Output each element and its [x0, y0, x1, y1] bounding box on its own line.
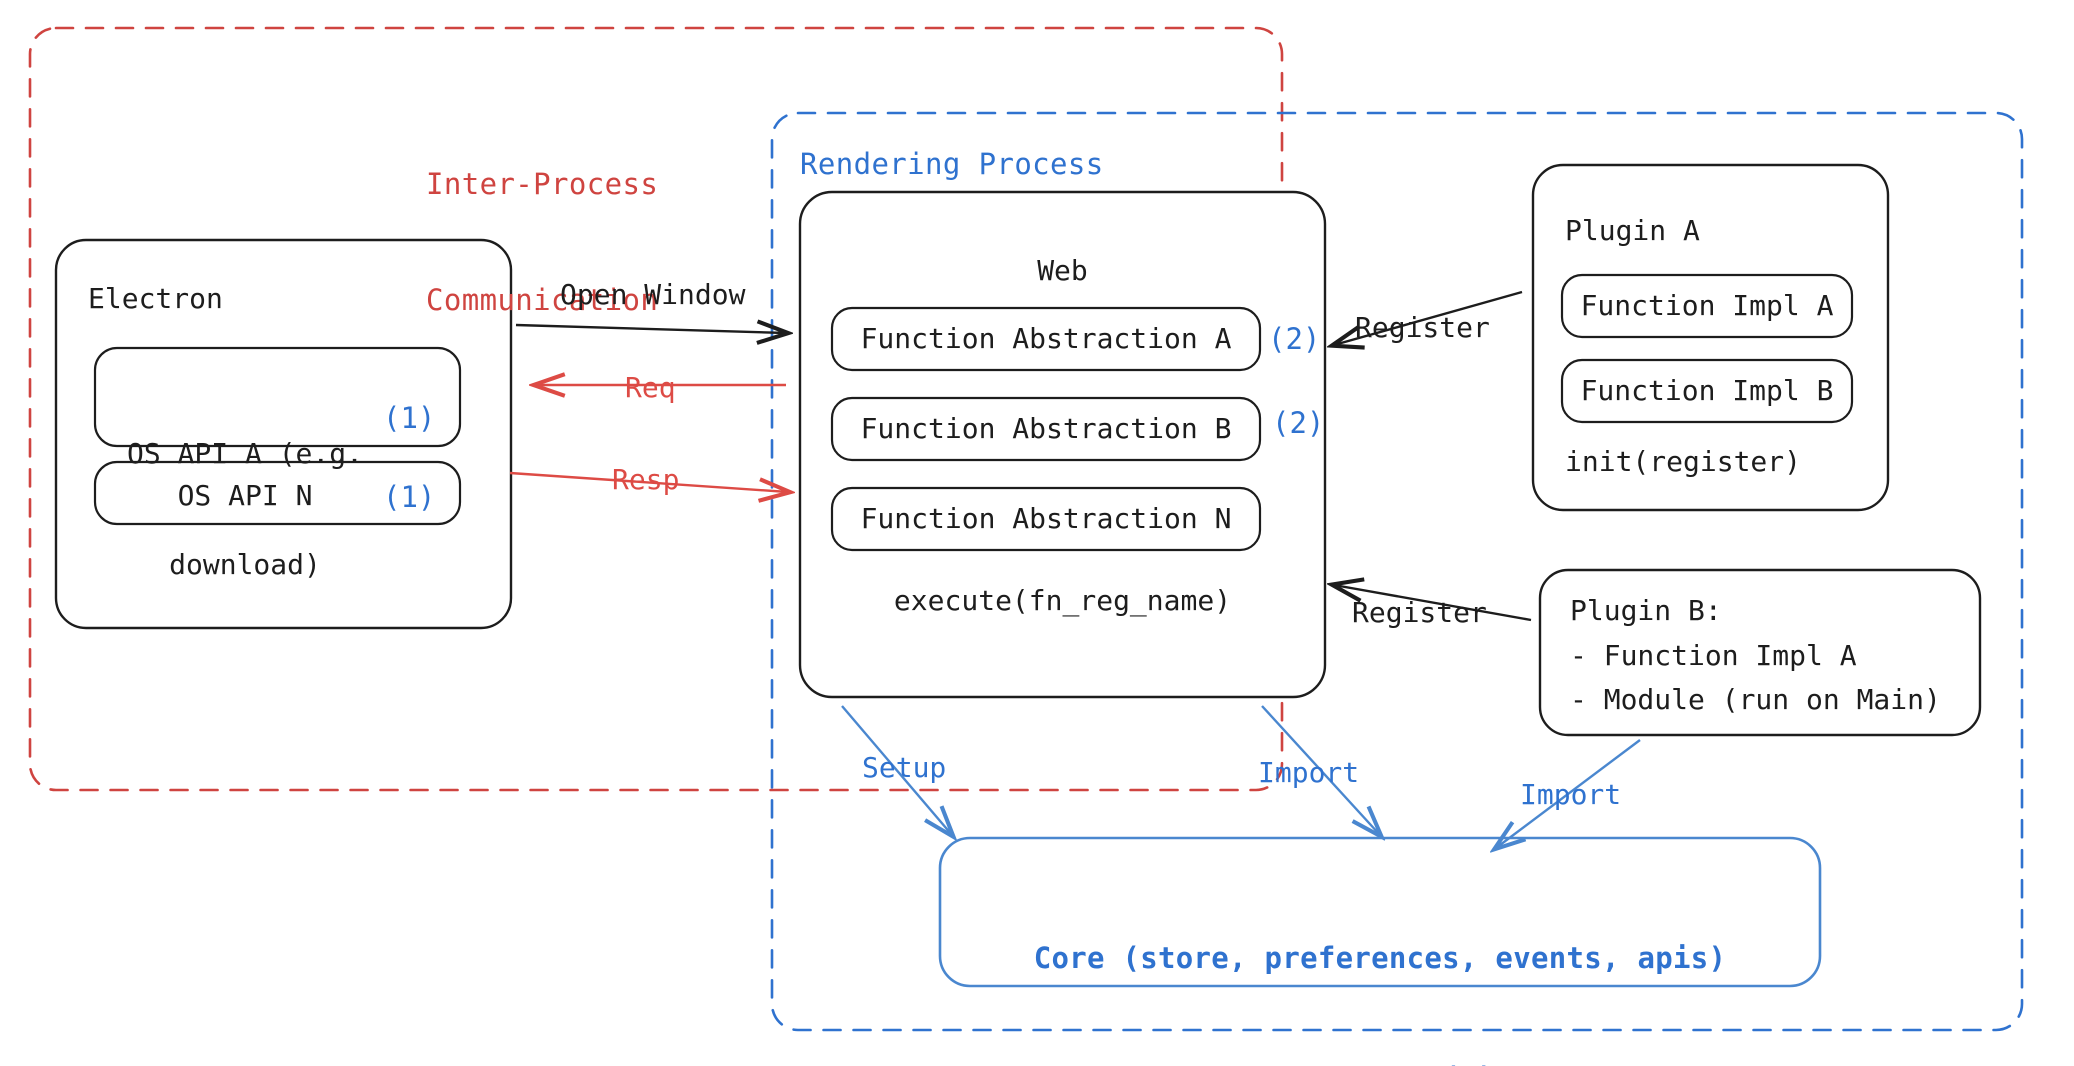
edge-label-import-web: Import — [1258, 756, 1360, 789]
plugin-b-title: Plugin B: — [1570, 594, 1722, 627]
edge-label-register-a: Register — [1355, 311, 1490, 344]
edge-label-setup: Setup — [862, 751, 947, 784]
web-title: Web — [1037, 254, 1088, 287]
os-api-n-marker: (1) — [383, 480, 436, 514]
os-api-a-line2: download) — [169, 547, 321, 581]
ipc-label-line1: Inter-Process — [426, 167, 659, 202]
edge-label-req: Req — [625, 371, 676, 404]
electron-title: Electron — [88, 282, 223, 315]
function-abstraction-b-marker: (2) — [1272, 406, 1325, 440]
plugin-b-item-0: - Function Impl A — [1570, 639, 1857, 672]
function-abstraction-a-label: Function Abstraction A — [860, 322, 1232, 355]
edge-label-open-window: Open Window — [560, 278, 746, 311]
ipc-label-line2: Communication — [426, 282, 659, 317]
plugin-a-impl-a-label: Function Impl A — [1580, 289, 1834, 322]
edge-label-resp: Resp — [612, 463, 680, 496]
os-api-a-label: OS API A (e.g. download) — [95, 362, 395, 658]
plugin-a-init-footer: init(register) — [1565, 445, 1802, 478]
os-api-n-label: OS API N — [177, 479, 313, 512]
plugin-a-impl-b-label: Function Impl B — [1580, 374, 1834, 407]
core-line-2: - OS APIs (1) — [940, 1058, 1820, 1066]
function-abstraction-b-label: Function Abstraction B — [860, 412, 1232, 445]
function-abstraction-a-marker: (2) — [1268, 322, 1321, 356]
ipc-group-label: Inter-Process Communication — [426, 88, 658, 397]
os-api-a-marker: (1) — [383, 401, 436, 435]
edge-label-register-b: Register — [1352, 596, 1487, 629]
rendering-process-label: Rendering Process — [800, 147, 1104, 181]
web-execute-footer: execute(fn_reg_name) — [893, 584, 1232, 617]
function-abstraction-n-label: Function Abstraction N — [860, 502, 1232, 535]
edge-label-import-plugin-b: Import — [1520, 778, 1622, 811]
plugin-b-item-1: - Module (run on Main) — [1570, 683, 1941, 716]
os-api-a-line1: OS API A (e.g. — [126, 436, 363, 470]
plugin-a-title: Plugin A — [1565, 214, 1700, 247]
core-line-1: Core (store, preferences, events, apis) — [1033, 941, 1727, 976]
core-box-text: Core (store, preferences, events, apis) … — [940, 858, 1820, 1066]
